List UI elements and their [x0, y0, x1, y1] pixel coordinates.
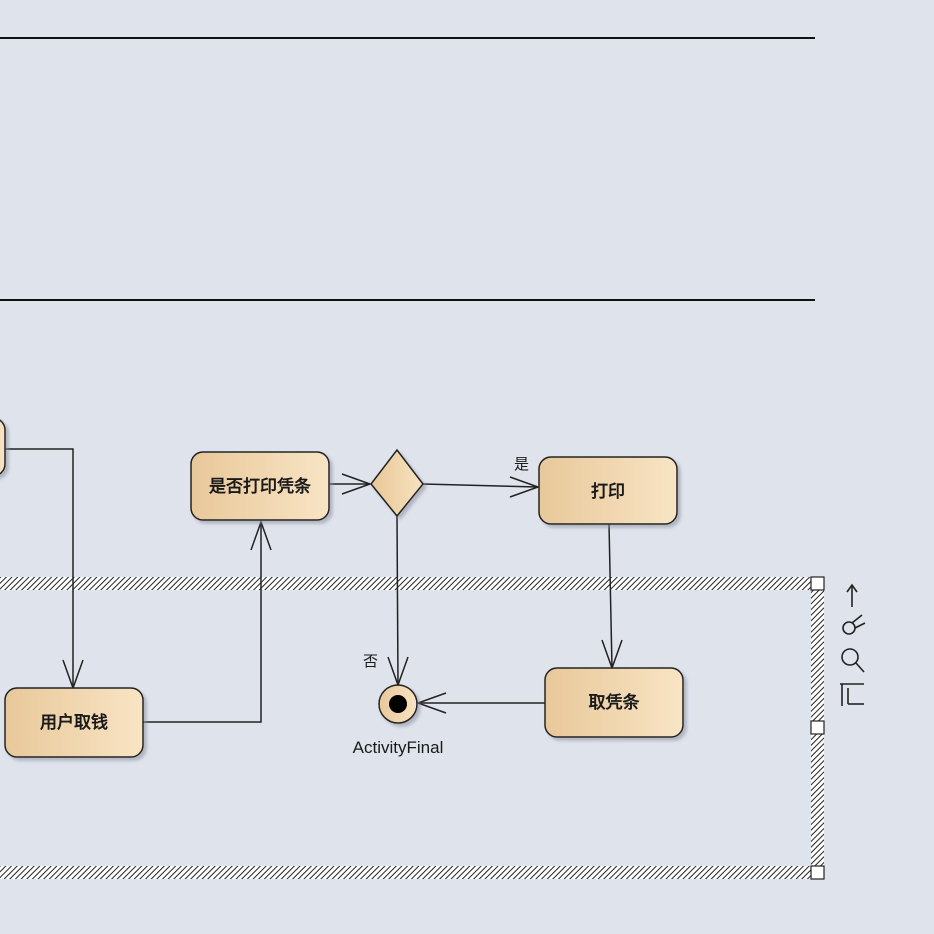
edge-decision-to-print[interactable] — [422, 483, 539, 488]
node-print[interactable] — [538, 456, 678, 525]
arrowhead-decision-question — [250, 519, 272, 551]
resize-handle-bottom-right[interactable] — [810, 865, 825, 880]
arrowhead-final-right — [415, 692, 447, 714]
lines-icon[interactable] — [840, 683, 864, 706]
edge-decision-to-final[interactable] — [396, 515, 399, 686]
quick-toolbar — [840, 583, 866, 706]
selection-hatch-top — [0, 577, 818, 590]
node-take-receipt-label: 取凭条 — [589, 692, 641, 713]
edge-print-to-take-receipt[interactable] — [608, 523, 613, 669]
selected-lane-border[interactable] — [0, 576, 825, 880]
hand-pointer-icon[interactable] — [842, 614, 866, 635]
activity-final-label: ActivityFinal — [353, 738, 444, 757]
selection-hatch-bottom — [0, 866, 818, 879]
edge-user-take-money-to-decision-question[interactable] — [143, 522, 262, 723]
magnifier-icon[interactable] — [841, 648, 865, 673]
arrow-up-icon[interactable] — [846, 583, 858, 607]
edge-label-yes: 是 — [514, 455, 529, 473]
node-user-take-money[interactable] — [4, 687, 144, 758]
arrowhead-decision — [341, 473, 373, 495]
node-print-label: 打印 — [591, 481, 625, 502]
node-user-take-money-label: 用户取钱 — [40, 712, 108, 733]
activity-final-node[interactable] — [378, 684, 418, 724]
decision-diamond[interactable] — [370, 448, 424, 518]
node-decision-question[interactable] — [190, 451, 330, 521]
node-left-partial[interactable] — [0, 418, 6, 476]
edge-label-no: 否 — [363, 652, 378, 670]
resize-handle-top-right[interactable] — [810, 576, 825, 591]
resize-handle-middle-right[interactable] — [810, 720, 825, 735]
edge-left-to-user-take-money[interactable] — [4, 448, 74, 688]
arrowhead-print — [509, 476, 541, 498]
node-take-receipt[interactable] — [544, 667, 684, 738]
node-decision-question-label: 是否打印凭条 — [209, 476, 312, 497]
